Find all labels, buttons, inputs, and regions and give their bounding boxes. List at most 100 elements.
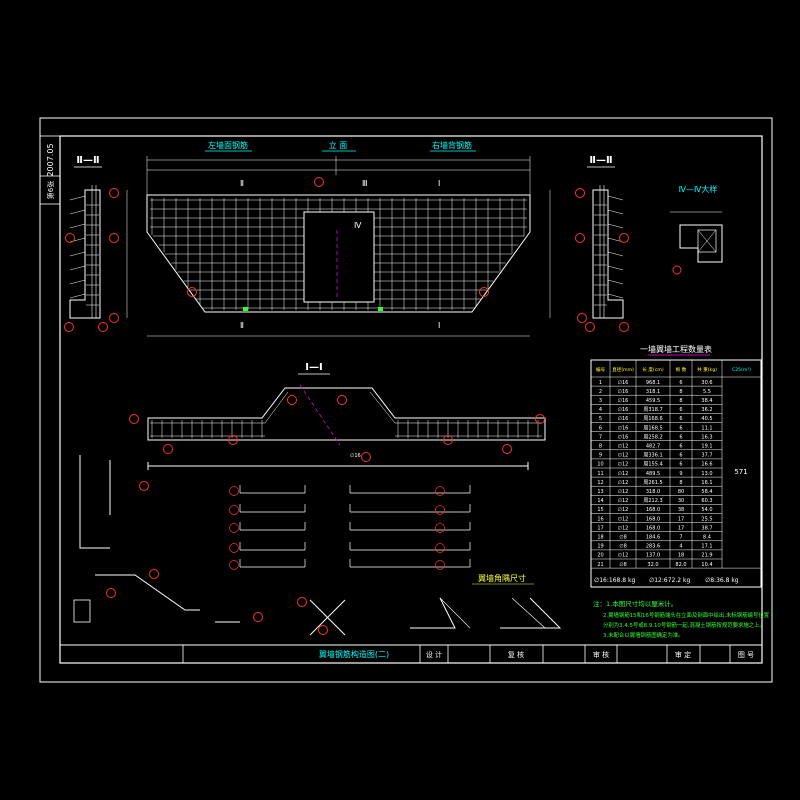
marker-iii: Ⅲ bbox=[362, 179, 368, 188]
table-cell: 10.4 bbox=[701, 562, 712, 568]
elevation-view: 左墙面钢筋 立 面 右墙背钢筋 Ⅱ Ⅱ Ⅰ Ⅰ Ⅳ Ⅲ bbox=[146, 140, 531, 337]
bar-callout bbox=[435, 523, 445, 533]
table-cell: 36.2 bbox=[701, 407, 712, 413]
table-cell: 1 bbox=[599, 380, 602, 386]
table-cell: 7 bbox=[599, 434, 602, 440]
drawing-name: 翼墙钢筋构造图(二) bbox=[319, 649, 389, 659]
table-cell: ∅12 bbox=[618, 489, 629, 495]
table-cell: ∅12 bbox=[618, 444, 629, 450]
table-cell: 16.6 bbox=[701, 462, 712, 468]
table-cell: 30.6 bbox=[701, 380, 712, 386]
bar-callout bbox=[229, 543, 239, 553]
table-cell: 20 bbox=[597, 553, 603, 559]
table-cell: 482.7 bbox=[646, 444, 660, 450]
section-left: Ⅱ—Ⅱ bbox=[64, 155, 128, 332]
table-cell: ∅12 bbox=[618, 516, 629, 522]
bar-callout bbox=[229, 486, 239, 496]
table-cell: ∅12 bbox=[618, 453, 629, 459]
bar-callout bbox=[229, 505, 239, 515]
table-cell: 19 bbox=[597, 544, 603, 550]
table-cell: 18 bbox=[678, 553, 684, 559]
table-cell: 11.1 bbox=[701, 425, 712, 431]
table-cell: 周155.4 bbox=[643, 462, 662, 468]
table-cell: 38.7 bbox=[701, 525, 712, 531]
table-cell: 38.4 bbox=[701, 398, 712, 404]
table-cell: 21 bbox=[597, 562, 603, 568]
table-cell: 8 bbox=[679, 398, 682, 404]
marker-i-bottom: Ⅰ bbox=[438, 321, 440, 330]
table-cell: 5.5 bbox=[703, 389, 711, 395]
table-cell: 周212.3 bbox=[643, 498, 662, 504]
approve-label: 审 定 bbox=[675, 650, 691, 659]
title-block: 翼墙钢筋构造图(二) 设 计 复 核 审 核 审 定 图 号 bbox=[60, 644, 762, 663]
table-cell: 2 bbox=[599, 389, 602, 395]
table-cell: 4 bbox=[599, 407, 602, 413]
bar-callout bbox=[229, 523, 239, 533]
table-cell: 9 bbox=[599, 453, 602, 459]
section-i: Ⅰ—Ⅰ bbox=[129, 362, 546, 454]
section-right: Ⅱ—Ⅱ bbox=[549, 155, 629, 332]
table-cell: 184.6 bbox=[646, 535, 660, 541]
table-header-cell: 直径(mm) bbox=[612, 366, 634, 373]
side-stamp: 2007.05 第6张 bbox=[39, 135, 61, 205]
drawing-line bbox=[69, 279, 86, 285]
table-cell: 6 bbox=[679, 434, 682, 440]
table-cell: 周168.6 bbox=[643, 416, 662, 422]
drawing-line bbox=[607, 279, 624, 285]
table-cell: ∅12 bbox=[618, 462, 629, 468]
drawing-line bbox=[607, 209, 624, 215]
table-c25-value: 571 bbox=[734, 468, 747, 476]
corner-detail-title: 翼墙角隅尺寸 bbox=[478, 573, 526, 583]
table-cell: 459.5 bbox=[646, 398, 660, 404]
table-cell: 6 bbox=[679, 407, 682, 413]
drawing-line bbox=[69, 223, 86, 229]
drawing-line bbox=[69, 265, 86, 271]
table-cell: 周261.5 bbox=[643, 480, 662, 486]
table-header-cell: 根 数 bbox=[676, 366, 687, 373]
table-cell: 3 bbox=[599, 398, 602, 404]
table-cell: 21.9 bbox=[701, 553, 712, 559]
drawing-line bbox=[69, 195, 86, 201]
table-cell: ∅16 bbox=[618, 380, 629, 386]
marker-ii-top: Ⅱ bbox=[240, 179, 244, 188]
detail-iv: Ⅳ—Ⅳ大样 bbox=[670, 184, 723, 275]
table-cell: 9 bbox=[679, 471, 682, 477]
drawing-line bbox=[607, 223, 624, 229]
table-cell: 10 bbox=[597, 462, 603, 468]
table-cell: 40.5 bbox=[701, 416, 712, 422]
table-cell: 82.0 bbox=[675, 562, 686, 568]
table-cell: 17 bbox=[678, 525, 684, 531]
table-cell: ∅12 bbox=[618, 471, 629, 477]
table-cell: 17 bbox=[678, 516, 684, 522]
drawing-line bbox=[69, 251, 86, 257]
bar-bending-details: ∅16 bbox=[73, 452, 529, 636]
table-cell: 968.1 bbox=[646, 380, 660, 386]
table-cell: 周336.1 bbox=[643, 453, 662, 459]
table-cell: 17 bbox=[597, 525, 603, 531]
elev-right-title: 右墙背钢筋 bbox=[432, 140, 472, 150]
table-cell: 25.5 bbox=[701, 516, 712, 522]
notes: 注：1.本图尺寸均以厘米计。 2.翼墙钢筋15和16号钢筋端头在立面及剖面中绘出… bbox=[593, 599, 770, 639]
table-cell: 6 bbox=[679, 425, 682, 431]
table-cell: 17.1 bbox=[701, 544, 712, 550]
outer-frame bbox=[39, 117, 773, 683]
detail-iv-title: Ⅳ—Ⅳ大样 bbox=[679, 184, 718, 194]
design-label: 设 计 bbox=[426, 650, 442, 659]
drawing-line bbox=[607, 293, 624, 299]
table-cell: ∅16 bbox=[618, 416, 629, 422]
table-cell: ∅12 bbox=[618, 525, 629, 531]
drawing-line bbox=[69, 237, 86, 243]
table-cell: ∅16 bbox=[618, 434, 629, 440]
table-cell: 15 bbox=[597, 507, 603, 513]
table-cell: 6 bbox=[679, 416, 682, 422]
table-cell: ∅16 bbox=[618, 398, 629, 404]
section-right-title: Ⅱ—Ⅱ bbox=[589, 155, 612, 166]
table-cell: 32.0 bbox=[647, 562, 658, 568]
table-cell: 6 bbox=[679, 462, 682, 468]
table-cell: 16.1 bbox=[701, 480, 712, 486]
bar-label-1: ∅16 bbox=[350, 453, 361, 459]
table-cell: 283.6 bbox=[646, 544, 660, 550]
table-cell: 318.1 bbox=[646, 389, 660, 395]
bar-callout bbox=[229, 560, 239, 570]
table-cell: 18 bbox=[597, 535, 603, 541]
